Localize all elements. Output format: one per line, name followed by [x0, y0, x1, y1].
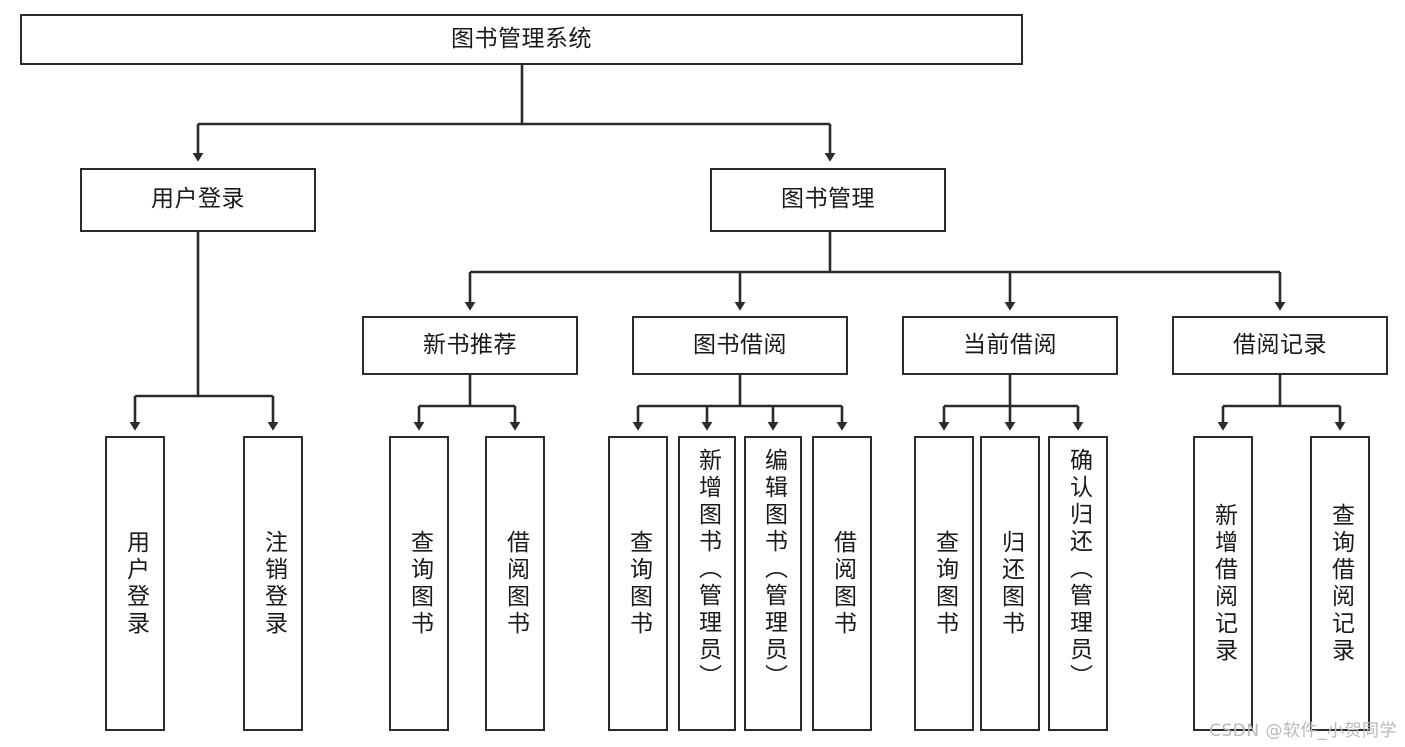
node-leaf-edit-book[interactable]: 编辑图书（管理员）: [744, 436, 802, 731]
node-book-management[interactable]: 图书管理: [710, 168, 946, 232]
node-leaf-confirm-return[interactable]: 确认归还（管理员）: [1048, 436, 1108, 731]
node-leaf-return-book[interactable]: 归还图书: [980, 436, 1040, 731]
node-label: 图书借阅: [693, 331, 787, 358]
node-book-borrow[interactable]: 图书借阅: [632, 316, 848, 375]
node-label: 新增借阅记录: [1210, 502, 1237, 665]
node-label: 编辑图书（管理员）: [760, 448, 787, 691]
node-label: 新增图书（管理员）: [694, 448, 721, 691]
node-label: 借阅图书: [829, 529, 856, 638]
node-borrow-record[interactable]: 借阅记录: [1172, 316, 1388, 375]
node-label: 图书管理系统: [451, 25, 592, 52]
node-leaf-query-book-2[interactable]: 查询图书: [608, 436, 668, 731]
node-label: 查询图书: [406, 529, 433, 638]
node-label: 借阅记录: [1233, 331, 1327, 358]
node-leaf-query-record[interactable]: 查询借阅记录: [1310, 436, 1370, 731]
node-new-book-recommend[interactable]: 新书推荐: [362, 316, 578, 375]
node-leaf-query-book-3[interactable]: 查询图书: [914, 436, 974, 731]
node-label: 借阅图书: [502, 529, 529, 638]
node-label: 当前借阅: [963, 331, 1057, 358]
node-leaf-query-book-1[interactable]: 查询图书: [389, 436, 449, 731]
node-leaf-borrow-book-1[interactable]: 借阅图书: [485, 436, 545, 731]
node-label: 查询图书: [931, 529, 958, 638]
node-label: 用户登录: [122, 529, 149, 638]
watermark-text: CSDN @软件_小贺同学: [1209, 721, 1397, 741]
node-leaf-logout-login[interactable]: 注销登录: [243, 436, 303, 731]
node-current-borrow[interactable]: 当前借阅: [902, 316, 1118, 375]
node-leaf-borrow-book-2[interactable]: 借阅图书: [812, 436, 872, 731]
node-root-book-management-system[interactable]: 图书管理系统: [20, 14, 1023, 65]
node-leaf-add-book[interactable]: 新增图书（管理员）: [678, 436, 736, 731]
node-label: 查询图书: [625, 529, 652, 638]
node-label: 图书管理: [781, 186, 875, 213]
node-user-login[interactable]: 用户登录: [80, 168, 316, 232]
node-leaf-add-record[interactable]: 新增借阅记录: [1193, 436, 1253, 731]
node-label: 注销登录: [260, 529, 287, 638]
node-label: 查询借阅记录: [1327, 502, 1354, 665]
node-label: 归还图书: [997, 529, 1024, 638]
node-leaf-user-login[interactable]: 用户登录: [105, 436, 165, 731]
node-label: 用户登录: [151, 186, 245, 213]
node-label: 确认归还（管理员）: [1065, 448, 1092, 691]
node-label: 新书推荐: [423, 331, 517, 358]
